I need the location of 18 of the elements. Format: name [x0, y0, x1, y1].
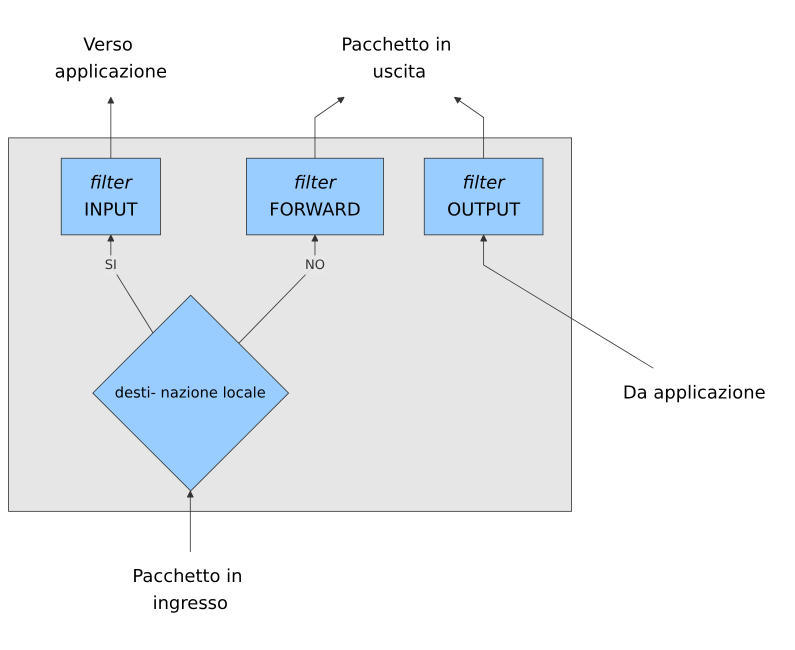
node-box: filter FORWARD	[246, 158, 384, 236]
node-box: filter INPUT	[60, 158, 161, 236]
edge-label: SI	[104, 257, 117, 273]
node-text: Da applicazione	[622, 383, 766, 404]
arrow	[454, 97, 484, 160]
node-text: Pacchetto in ingresso	[132, 567, 243, 614]
node-text: Verso applicazione	[54, 36, 167, 83]
node-diamond: desti- nazione locale	[92, 294, 290, 492]
node-text: Pacchetto in uscita	[341, 36, 452, 83]
arrow	[480, 234, 654, 369]
node-box: filter OUTPUT	[424, 158, 544, 236]
edge-label: NO	[304, 257, 325, 273]
arrow	[314, 97, 345, 160]
arrow	[107, 234, 154, 334]
arrow	[186, 491, 194, 553]
cluster	[8, 138, 572, 512]
arrow	[238, 234, 319, 344]
arrow	[107, 97, 114, 160]
